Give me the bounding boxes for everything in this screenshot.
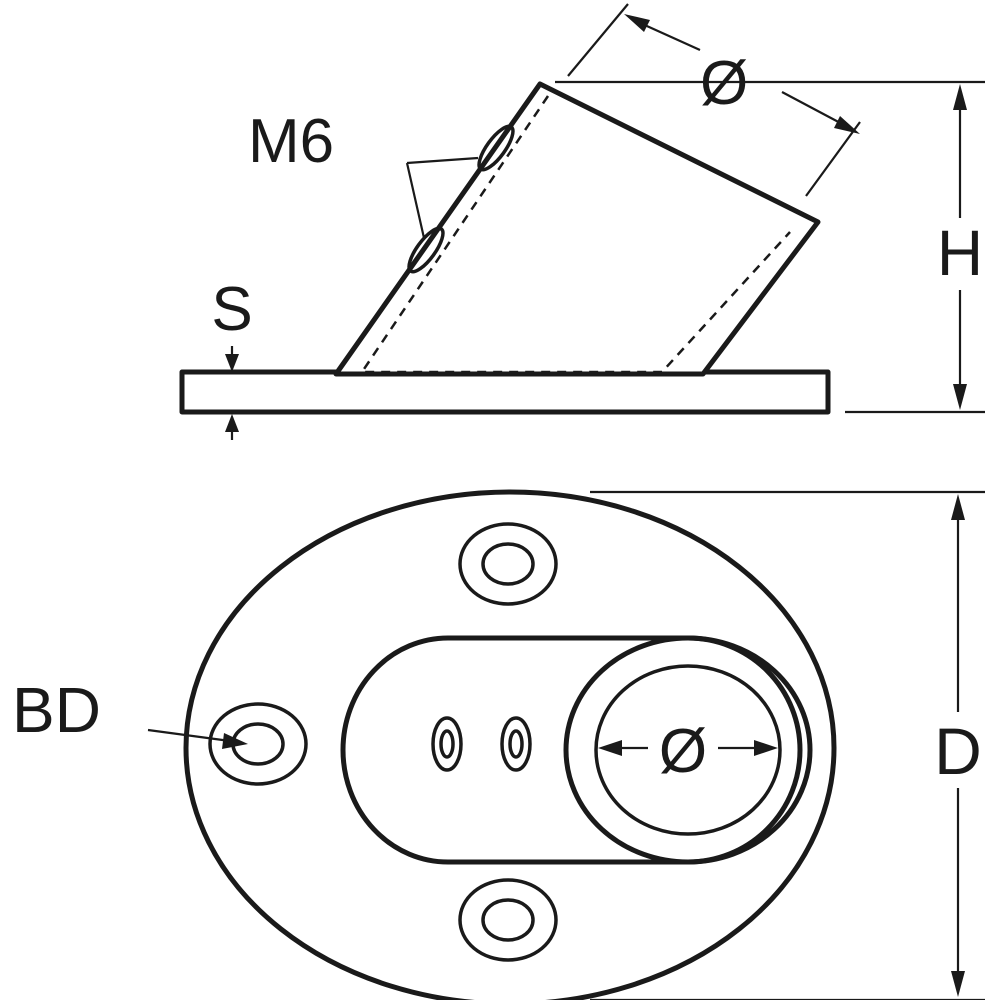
plan-dia-arrow-right — [754, 740, 778, 756]
plan-tapped-hole-1 — [431, 716, 463, 772]
thread-label: M6 — [248, 107, 334, 176]
top-dia-dimension-line — [637, 20, 847, 127]
mounting-hole-top — [458, 522, 558, 606]
thickness-arrow-bottom — [225, 414, 239, 432]
outer-diameter-label: D — [934, 714, 982, 788]
height-extension-lines — [555, 80, 985, 414]
mounting-hole-bottom — [458, 878, 558, 962]
plan-tapped-hole-2-inner — [508, 729, 524, 759]
top-dia-extension-lines — [567, 3, 861, 197]
plan-tapped-hole-1-inner — [439, 729, 455, 759]
top-dia-arrow-right — [834, 116, 860, 134]
sleeve-end-outer — [563, 635, 813, 865]
tapped-hole-lower — [407, 226, 445, 274]
height-arrow-bottom — [953, 384, 967, 410]
plan-dia-arrow-left — [598, 740, 622, 756]
d-extension-lines — [590, 490, 985, 1000]
mounting-hole-top-inner — [481, 542, 535, 586]
height-arrow-top — [953, 84, 967, 110]
height-label: H — [937, 217, 983, 289]
bd-leader-line — [147, 728, 231, 743]
top-dia-arrow-left — [624, 14, 650, 32]
base-plate — [179, 369, 831, 415]
base-outline — [183, 489, 837, 1000]
side-view: M6 Ø H S — [179, 3, 995, 440]
d-arrow-bottom — [951, 971, 965, 997]
tapped-hole-upper — [477, 124, 515, 172]
d-arrow-top — [951, 494, 965, 520]
thread-leader — [405, 156, 479, 239]
bolt-diameter-label: BD — [12, 674, 101, 746]
plan-view: Ø BD D — [12, 489, 996, 1000]
hidden-bore-outline — [359, 95, 791, 374]
sleeve-bore — [594, 664, 782, 836]
sleeve-projection — [340, 635, 803, 865]
thickness-label: S — [211, 275, 252, 344]
mounting-hole-left — [208, 702, 308, 786]
mounting-hole-bottom-inner — [481, 898, 535, 942]
top-diameter-label: Ø — [700, 49, 748, 118]
thickness-arrow-top — [225, 354, 239, 372]
plan-diameter-label: Ø — [659, 717, 707, 786]
angled-sleeve — [333, 81, 821, 377]
plan-tapped-hole-2 — [500, 716, 532, 772]
bd-leader-arrow — [222, 733, 248, 749]
